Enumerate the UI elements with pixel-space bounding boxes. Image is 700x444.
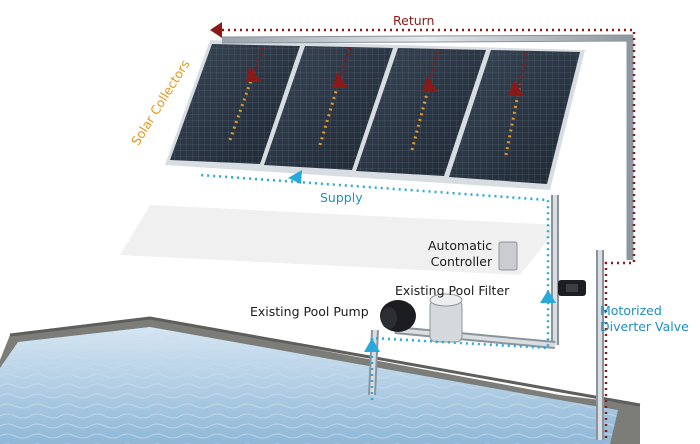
solar-panel-icon xyxy=(170,44,300,164)
filter-outlet-arrow-icon xyxy=(540,290,556,303)
controller-box-icon xyxy=(498,241,518,271)
automatic-controller-line-2: Controller xyxy=(430,254,493,269)
plumbing xyxy=(221,34,634,440)
return-flow-arrow-icon xyxy=(210,22,222,38)
solar-panel-icon xyxy=(449,50,580,184)
return-label: Return xyxy=(393,13,435,28)
panel-flow-gradient xyxy=(410,49,440,151)
motorized-diverter-valve-line-1: Motorized xyxy=(600,303,662,318)
pool xyxy=(0,316,641,444)
panel-flow-gradient xyxy=(318,45,352,146)
automatic-controller-line-1: Automatic xyxy=(428,238,493,253)
return-flow-line xyxy=(222,28,636,440)
solar-panel-icon xyxy=(356,48,486,176)
solar-panel-icon xyxy=(264,46,393,170)
existing-pool-pump-label: Existing Pool Pump xyxy=(250,304,369,319)
panel-shadow xyxy=(120,205,560,275)
supply-label: Supply xyxy=(320,190,363,205)
motorized-diverter-valve-line-2: Diverter Valve xyxy=(600,319,689,334)
pump-icon xyxy=(380,300,416,332)
diverter-valve-icon xyxy=(558,280,586,296)
flow-indicators xyxy=(199,22,636,440)
panel-flow-gradient xyxy=(504,51,528,156)
existing-pool-filter-label: Existing Pool Filter xyxy=(395,283,510,298)
automatic-controller-label: Automatic Controller xyxy=(428,238,492,270)
pump-inlet-arrow-icon xyxy=(364,338,380,352)
motorized-diverter-valve-label: Motorized Diverter Valve xyxy=(600,303,689,335)
solar-collectors xyxy=(165,40,585,190)
supply-flow-arrow-icon xyxy=(288,170,302,184)
panel-flow-gradient xyxy=(228,43,266,141)
filter-icon xyxy=(429,293,463,343)
